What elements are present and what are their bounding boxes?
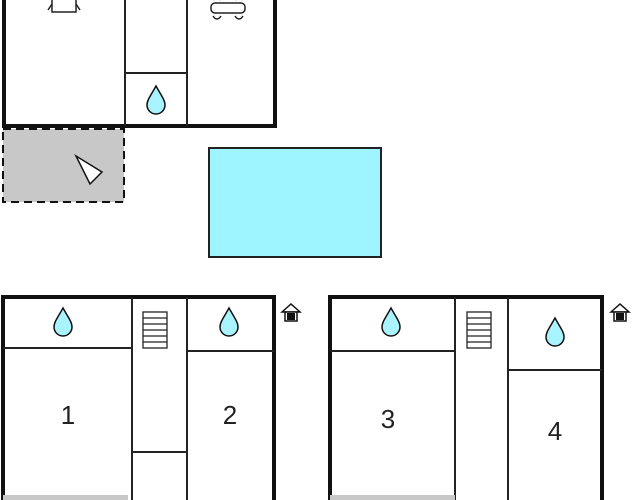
entrance-icon [280,302,302,322]
terrace-arrow-icon [74,153,104,186]
terrace-area [2,128,125,203]
room-label-2: 2 [223,400,237,430]
water-drop-icon [146,84,166,115]
room-label-1: 1 [61,400,75,430]
entrance-icon [609,302,631,322]
armchair-icon [47,0,81,13]
water-drop-icon [381,306,401,337]
terrace-strip-right [330,495,455,500]
top-building [2,0,277,128]
room-label-4: 4 [548,416,562,446]
swimming-pool [208,147,382,258]
dining-table-icon [210,0,246,20]
top-building-outline [2,0,277,128]
stairs-icon [142,311,168,349]
unit-right: 3 4 [328,295,604,500]
terrace-strip-left [3,495,128,500]
unit-left: 1 2 [1,295,276,500]
water-drop-icon [545,316,565,347]
water-drop-icon [219,306,239,337]
stairs-icon [466,311,492,349]
water-drop-icon [53,306,73,337]
room-label-3: 3 [381,404,395,434]
